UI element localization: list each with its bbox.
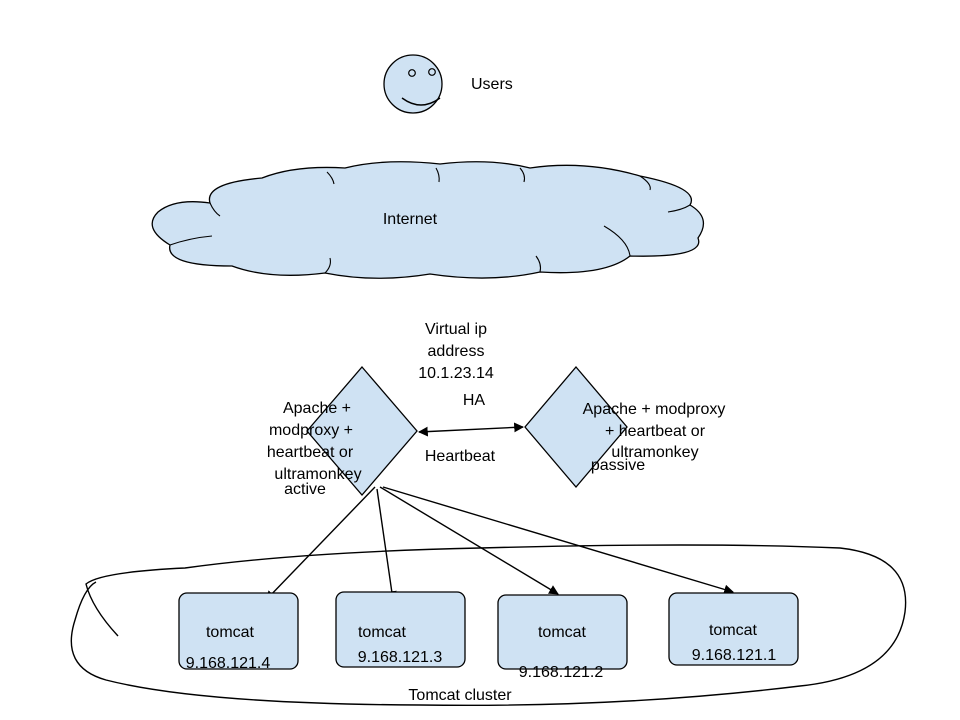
cloud-inner-curves [169,167,691,274]
tomcat-cluster-label: Tomcat cluster [408,687,512,704]
apache-active-line-4: ultramonkey [274,466,361,483]
virtual-ip-line-2: address [428,343,485,360]
apache-passive-node [524,365,628,489]
internet-label: Internet [383,211,438,228]
apache-passive-status: passive [591,457,645,474]
users-icon [383,54,443,114]
right-eye-icon [428,68,436,76]
apache-passive-line-1: Apache + modproxy [583,401,726,418]
tomcat-node-1-label: tomcat [206,624,255,641]
tomcat-node-4-ip: 9.168.121.1 [692,647,777,664]
arrow-to-tomcat-4 [382,486,734,595]
tomcat-node-4-label: tomcat [709,622,758,639]
apache-active-line-1: Apache + [283,400,351,417]
apache-active-line-3: heartbeat or [267,444,354,461]
tomcat-node-2-label: tomcat [358,624,407,641]
tomcat-node-1-ip: 9.168.121.4 [186,655,271,672]
apache-active-status: active [284,481,326,498]
internet-cloud-icon [151,161,705,279]
apache-passive-line-3: ultramonkey [611,444,698,461]
tomcat-node-1: tomcat 9.168.121.4 [178,592,299,672]
apache-active-line-2: modproxy + [269,422,353,439]
apache-passive-line-2: + heartbeat or [605,423,706,440]
virtual-ip-line-1: Virtual ip [425,321,487,338]
heartbeat-link [418,422,524,437]
tomcat-node-3-label: tomcat [538,624,587,641]
ha-label: HA [463,392,486,409]
load-balancing-arrows [265,486,734,601]
arrow-to-tomcat-3 [379,486,559,595]
tomcat-node-2-ip: 9.168.121.3 [358,649,443,666]
left-eye-icon [408,69,416,77]
arrow-to-tomcat-1 [265,486,376,601]
arrow-to-tomcat-2 [376,488,397,601]
virtual-ip-address: 10.1.23.14 [418,365,494,382]
tomcat-node-2: tomcat 9.168.121.3 [335,591,466,668]
tomcat-node-4: tomcat 9.168.121.1 [668,592,799,666]
apache-active-node [306,366,418,496]
tomcat-node-3-ip: 9.168.121.2 [519,664,604,681]
users-label: Users [471,76,513,93]
tomcat-node-3: tomcat 9.168.121.2 [497,594,628,681]
smile-icon [401,97,441,106]
heartbeat-label: Heartbeat [425,448,496,465]
tomcat-cluster-boundary [70,544,907,707]
